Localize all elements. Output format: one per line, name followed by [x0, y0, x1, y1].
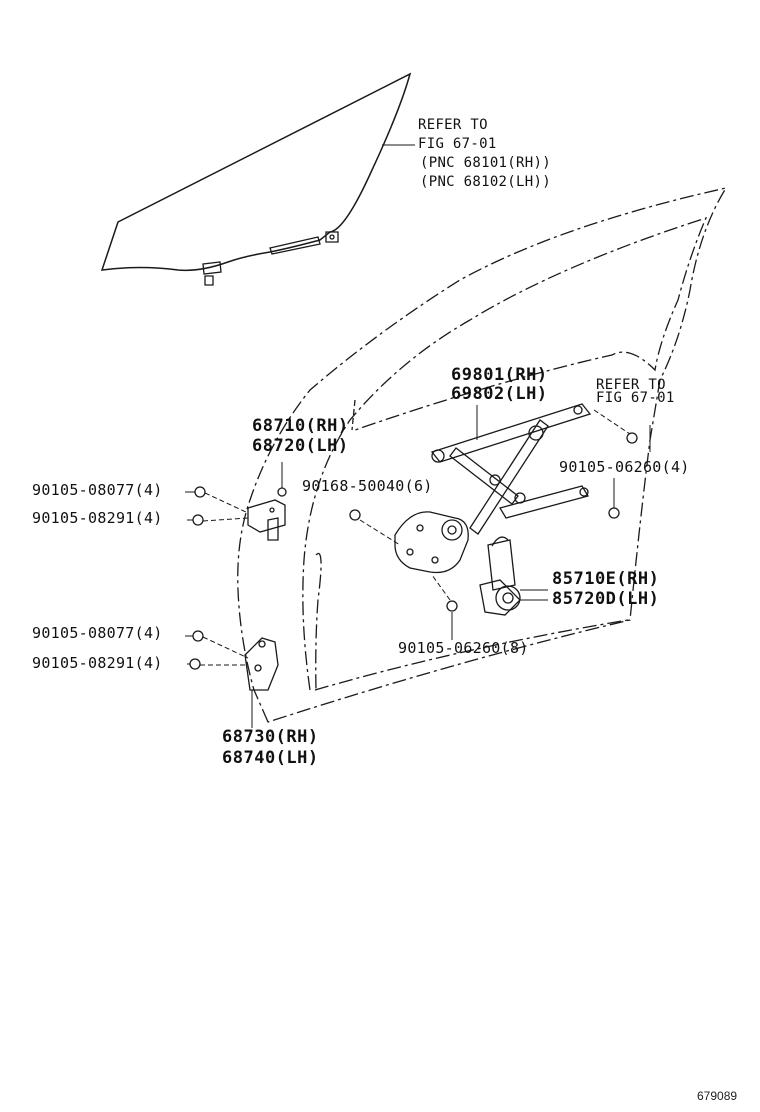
upper-hinge [248, 488, 286, 540]
bolt-lower-a: 90105-08077(4) [32, 624, 163, 642]
glass-note-line3: (PNC 68101(RH)) [420, 155, 551, 171]
part-motor-rh: 85710E(RH) [552, 569, 660, 589]
leader-lines [185, 145, 650, 728]
part-upper-hinge-rh: 68710(RH) [252, 416, 349, 436]
part-regulator-rh: 69801(RH) [451, 365, 548, 385]
part-upper-hinge-lh: 68720(LH) [252, 436, 349, 456]
bolt-upper-a: 90105-08077(4) [32, 481, 163, 499]
window-motor [480, 537, 520, 615]
rivet-label: 90168-50040(6) [302, 477, 433, 495]
figure-number: 679089 [697, 1089, 738, 1103]
glass-note-line2: FIG 67-01 [418, 136, 497, 152]
door-note-line2: FIG 67-01 [596, 390, 675, 406]
part-regulator-lh: 69802(LH) [451, 384, 548, 404]
glass-note-line4: (PNC 68102(LH)) [420, 174, 551, 190]
door-note-line1: REFER TO [596, 377, 666, 393]
bolt-motor-label: 90105-06260(8) [398, 639, 529, 657]
window-regulator [395, 404, 590, 573]
part-lower-hinge-lh: 68740(LH) [222, 748, 319, 768]
door-glass [102, 74, 410, 285]
part-lower-hinge-rh: 68730(RH) [222, 727, 319, 747]
door-frame [238, 188, 726, 722]
part-motor-lh: 85720D(LH) [552, 589, 660, 609]
lower-hinge [245, 638, 278, 690]
bolt-lower-b: 90105-08291(4) [32, 654, 163, 672]
bolt-regulator-label: 90105-06260(4) [559, 458, 690, 476]
bolt-upper-b: 90105-08291(4) [32, 509, 163, 527]
glass-note-line1: REFER TO [418, 117, 488, 133]
